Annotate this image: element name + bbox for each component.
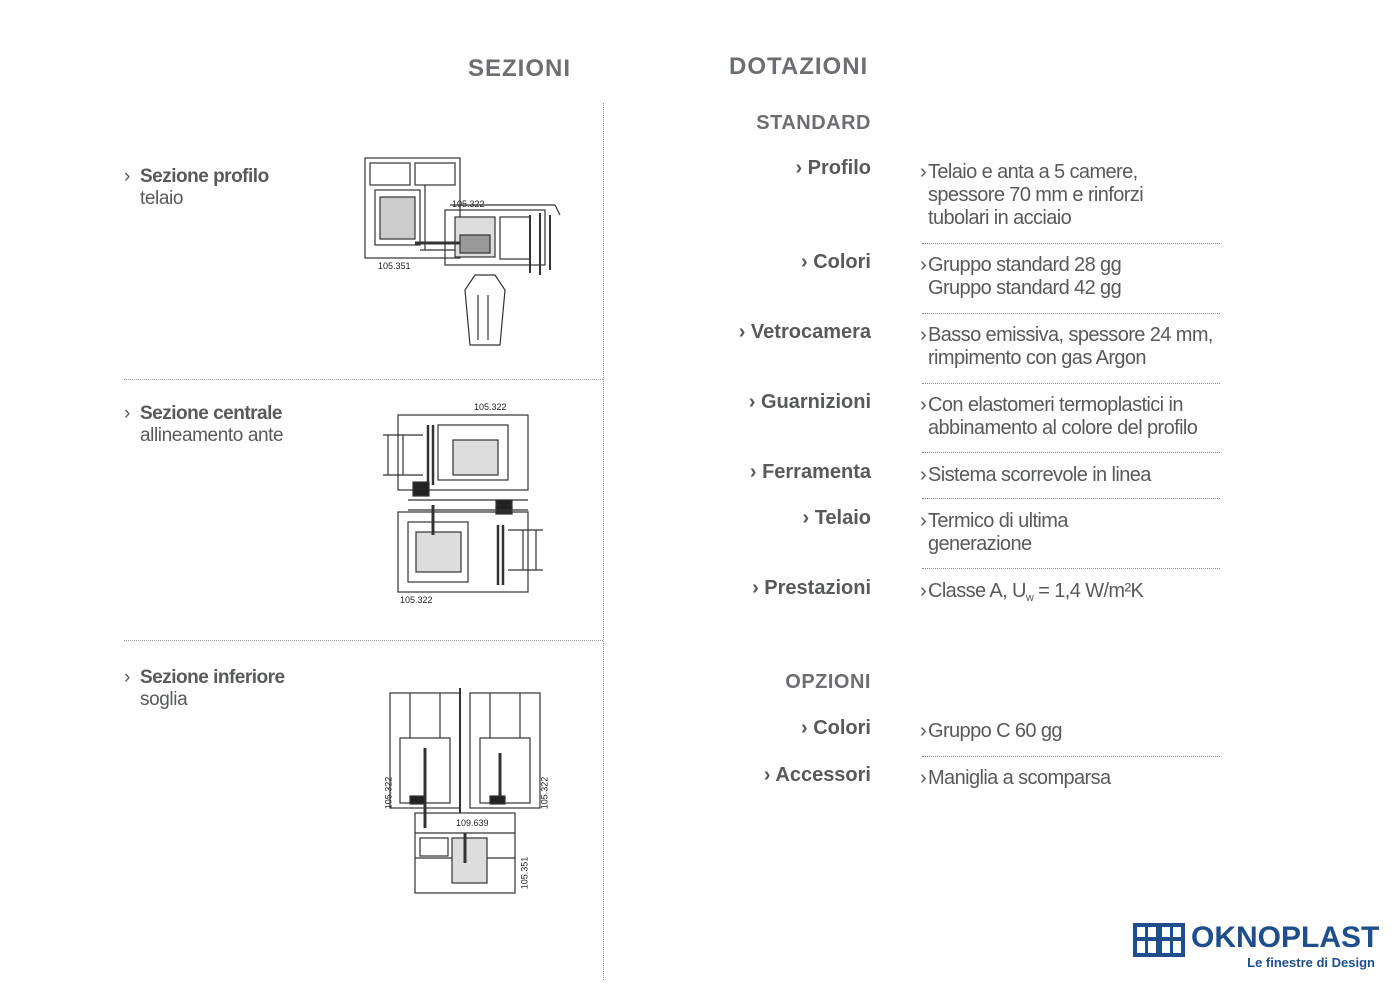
section-subtitle: telaio — [140, 188, 184, 209]
section-divider — [124, 640, 603, 641]
drawing-sezione-profilo: 105.322 105.351 — [360, 155, 570, 350]
row-divider — [922, 383, 1220, 384]
value-accessori: ›Maniglia a scomparsa — [920, 767, 1111, 789]
label-profilo: › Profilo — [795, 157, 871, 179]
label-guarnizioni: › Guarnizioni — [748, 391, 871, 413]
value-guarnizioni: ›Con elastomeri termoplastici in abbinam… — [920, 394, 1198, 439]
label-ferramenta: › Ferramenta — [749, 461, 871, 483]
label-opzioni-colori: › Colori — [801, 717, 871, 739]
code-label: 105.322 — [474, 402, 507, 412]
code-label: 105.322 — [452, 199, 485, 209]
section-title: Sezione centrale — [140, 403, 282, 424]
chevron-icon: › — [124, 166, 131, 187]
standard-heading: STANDARD — [756, 112, 871, 134]
value-prestazioni: ›Classe A, Uw = 1,4 W/m²K — [920, 580, 1144, 604]
code-label: 105.351 — [519, 856, 530, 890]
chevron-icon: › — [124, 667, 131, 688]
opzioni-heading: OPZIONI — [785, 671, 871, 693]
brand-tagline: Le finestre di Design — [1247, 955, 1375, 970]
window-logo-icon — [1133, 923, 1185, 957]
label-vetrocamera: › Vetrocamera — [738, 321, 871, 343]
section-subtitle: soglia — [140, 689, 188, 710]
row-divider — [922, 498, 1220, 499]
section-divider — [124, 379, 603, 380]
code-label: 105.351 — [378, 261, 411, 271]
drawing-sezione-centrale: 105.322 105.322 — [378, 400, 548, 605]
section-title: Sezione inferiore — [140, 667, 285, 688]
code-label: 105.322 — [539, 776, 550, 810]
value-colori: ›Gruppo standard 28 gg Gruppo standard 4… — [920, 254, 1122, 299]
code-label: 105.322 — [400, 595, 433, 605]
value-vetrocamera: ›Basso emissiva, spessore 24 mm, rimpime… — [920, 324, 1213, 369]
label-accessori: › Accessori — [763, 764, 871, 786]
chevron-icon: › — [124, 403, 131, 424]
row-divider — [922, 243, 1220, 244]
label-colori: › Colori — [801, 251, 871, 273]
oknoplast-logo: OKNOPLAST Le finestre di Design — [1133, 921, 1379, 973]
drawing-sezione-inferiore: 105.322 105.322 109.639 105.351 — [380, 688, 550, 898]
row-divider — [922, 313, 1220, 314]
section-title: Sezione profilo — [140, 166, 269, 187]
row-divider — [922, 756, 1220, 757]
section-subtitle: allineamento ante — [140, 425, 284, 446]
value-ferramenta: ›Sistema scorrevole in linea — [920, 464, 1151, 486]
value-telaio: ›Termico di ultima generazione — [920, 510, 1068, 555]
code-label: 109.639 — [456, 818, 489, 828]
sezioni-title: SEZIONI — [468, 55, 572, 82]
column-divider — [603, 103, 604, 980]
dotazioni-title: DOTAZIONI — [729, 53, 869, 80]
label-prestazioni: › Prestazioni — [752, 577, 871, 599]
value-opzioni-colori: ›Gruppo C 60 gg — [920, 720, 1063, 742]
brand-name: OKNOPLAST — [1191, 921, 1380, 954]
row-divider — [922, 568, 1220, 569]
label-telaio: › Telaio — [802, 507, 871, 529]
row-divider — [922, 452, 1220, 453]
value-profilo: ›Telaio e anta a 5 camere, spessore 70 m… — [920, 161, 1144, 229]
code-label: 105.322 — [383, 776, 394, 810]
